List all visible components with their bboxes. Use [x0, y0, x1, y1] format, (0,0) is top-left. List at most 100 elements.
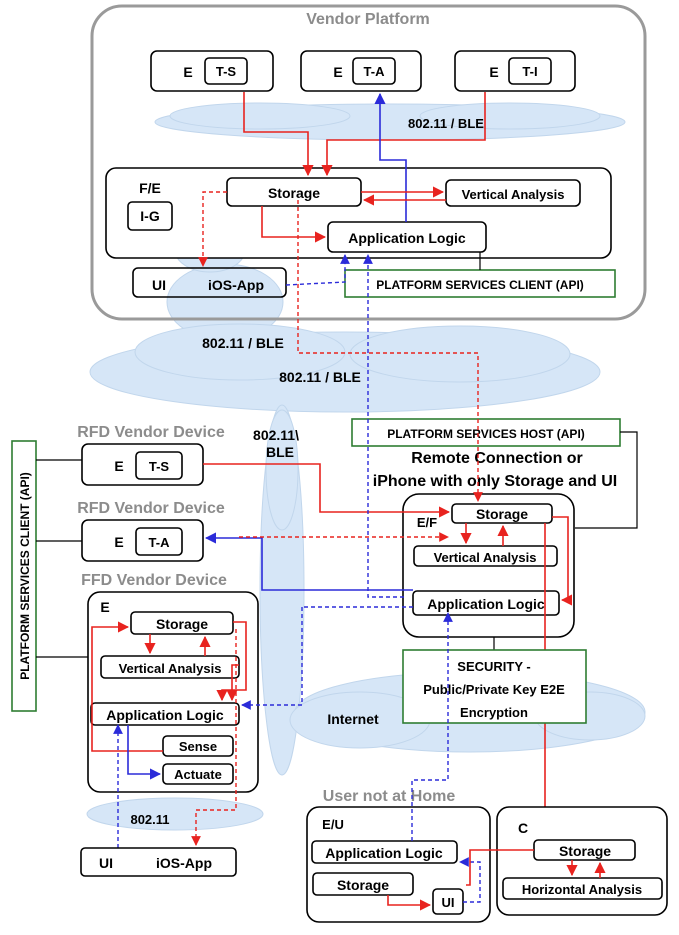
application-logic-label: Application Logic: [348, 230, 466, 246]
security-line2: Public/Private Key E2E: [423, 682, 565, 697]
arrow-applogic-to-ta: [374, 92, 407, 222]
vertical-analysis-label: Vertical Analysis: [119, 661, 222, 676]
cloud-middle-80211-ble: [89, 323, 601, 413]
node-e-label: E: [183, 64, 192, 80]
label-80211-ble-middle: 802.11 / BLE: [279, 369, 361, 385]
platform-services-client-vertical[interactable]: [11, 440, 37, 712]
arrow-rfd-ts-to-remote-storage: [203, 463, 451, 518]
ig-chip: [127, 201, 173, 231]
label-80211-vertical-2: BLE: [266, 444, 294, 460]
arrow-remote-applogic-to-rfd-ta: [204, 532, 413, 591]
fe-label: F/E: [139, 180, 161, 196]
node-e-label: E: [333, 64, 342, 80]
vertical-analysis-ffd[interactable]: [100, 655, 240, 679]
remote-connection-line2: iPhone with only Storage and UI: [373, 473, 617, 490]
eu-label: E/U: [322, 817, 344, 832]
application-logic-user[interactable]: [311, 840, 458, 864]
storage-label: Storage: [337, 877, 389, 893]
ios-app-label: iOS-App: [208, 277, 264, 293]
cloud-bottom-80211: [86, 797, 264, 831]
arrow-applogic-to-actuate: [127, 725, 162, 780]
platform-services-client-label: PLATFORM SERVICES CLIENT (API): [376, 278, 584, 292]
ui-ios-app-platform[interactable]: [132, 267, 287, 298]
ta-label: T-A: [364, 64, 386, 79]
arrow-ios-to-applogic: [285, 254, 350, 286]
application-logic-label: Application Logic: [325, 845, 443, 861]
application-logic-remote[interactable]: [412, 590, 560, 616]
node-e-label: E: [114, 534, 123, 550]
label-80211-bottom: 802.11: [130, 812, 169, 827]
arrow-storage-to-applogic: [261, 206, 327, 243]
user-not-at-home-title: User not at Home: [323, 788, 456, 805]
label-80211-ble-top: 802.11 / BLE: [408, 116, 484, 131]
ti-label: T-I: [522, 64, 537, 79]
ig-label: I-G: [140, 208, 160, 224]
ts-label: T-S: [149, 459, 170, 474]
cloud-top-80211-ble: [154, 102, 626, 141]
storage-label: Storage: [268, 185, 320, 201]
ta-chip: [352, 57, 396, 85]
vertical-analysis-platform[interactable]: [445, 179, 581, 207]
ui-ios-app-bottom[interactable]: [80, 847, 237, 877]
ui-label: UI: [442, 895, 455, 910]
ef-label: E/F: [417, 515, 437, 530]
rfd-vendor-device-title-1: RFD Vendor Device: [77, 424, 225, 441]
node-e-label: E: [100, 599, 109, 615]
arrow-storage-to-ios-ffd: [191, 629, 237, 846]
ui-label: UI: [152, 277, 166, 293]
arrow-storage-to-ui-user: [387, 895, 432, 911]
arrow-ts-to-storage: [243, 92, 314, 177]
actuate-label: Actuate: [174, 767, 222, 782]
actuate-ffd[interactable]: [162, 763, 234, 785]
storage-label: Storage: [476, 506, 528, 522]
internet-label: Internet: [327, 711, 379, 727]
storage-label: Storage: [156, 616, 208, 632]
storage-ffd[interactable]: [130, 611, 234, 635]
vendor-platform-title: Vendor Platform: [306, 11, 430, 28]
platform-services-host-box[interactable]: [351, 418, 621, 447]
security-line1: SECURITY -: [457, 659, 530, 674]
vendor-platform-container: [90, 4, 647, 321]
ta-label: T-A: [149, 535, 171, 550]
ui-label: UI: [99, 855, 113, 871]
ios-app-label: iOS-App: [156, 855, 212, 871]
storage-remote[interactable]: [451, 503, 553, 524]
ffd-vendor-device-title: FFD Vendor Device: [81, 572, 227, 589]
connector-host-ef: [575, 431, 638, 529]
application-logic-ffd[interactable]: [90, 702, 240, 726]
application-logic-label: Application Logic: [427, 596, 545, 612]
platform-services-host-label: PLATFORM SERVICES HOST (API): [387, 427, 585, 441]
arrow-remote-to-ffd-applogic: [241, 607, 303, 710]
sense-label: Sense: [179, 739, 217, 754]
arrow-cloud-to-user: [466, 849, 534, 886]
application-logic-platform[interactable]: [327, 221, 487, 253]
ta-chip: [135, 527, 183, 556]
ts-chip: [204, 57, 248, 85]
arrow-remote-to-platform-applogic: [363, 254, 404, 598]
remote-connection-line1: Remote Connection or: [411, 450, 583, 467]
arrow-storage-to-applogic-remote: [552, 516, 573, 606]
ts-chip: [135, 451, 183, 480]
vertical-analysis-label: Vertical Analysis: [462, 187, 565, 202]
node-e-label: E: [114, 458, 123, 474]
arrow-platform-storage-to-remote: [297, 200, 483, 502]
arrow-storage-to-applogic-ffd: [216, 621, 247, 702]
node-e-label: E: [489, 64, 498, 80]
horizontal-analysis-label: Horizontal Analysis: [522, 882, 642, 897]
arrow-ti-to-storage: [321, 92, 486, 177]
ts-label: T-S: [216, 64, 237, 79]
storage-user[interactable]: [312, 872, 414, 896]
platform-services-client-vertical-label: PLATFORM SERVICES CLIENT (API): [18, 472, 32, 680]
c-label: C: [518, 820, 528, 836]
ti-chip: [508, 57, 552, 85]
security-line3: Encryption: [460, 705, 528, 720]
rfd-vendor-device-title-2: RFD Vendor Device: [77, 500, 225, 517]
horizontal-analysis-cloud[interactable]: [502, 877, 663, 900]
label-80211-ble-cloud: 802.11 / BLE: [202, 335, 284, 351]
security-box[interactable]: [402, 649, 587, 724]
label-80211-vertical-1: 802.11\: [253, 427, 299, 443]
sense-ffd[interactable]: [162, 735, 234, 757]
storage-label: Storage: [559, 843, 611, 859]
vertical-analysis-remote[interactable]: [413, 545, 558, 567]
